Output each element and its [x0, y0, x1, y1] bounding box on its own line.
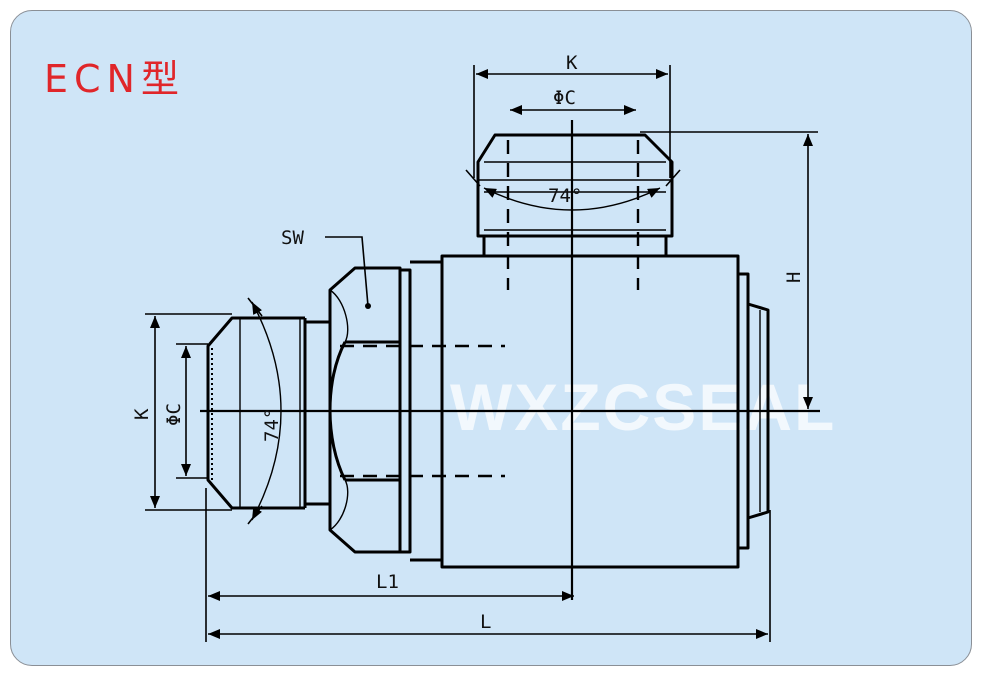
label-h: H [783, 272, 805, 283]
top-dimensions [465, 65, 681, 211]
label-sw: SW [281, 227, 304, 249]
model-title: ECN型 [44, 57, 185, 101]
sw-leader [325, 236, 369, 307]
height-dimension [640, 131, 818, 409]
left-dimensions [145, 297, 282, 525]
label-l1: L1 [376, 571, 399, 593]
top-fitting [476, 133, 674, 290]
label-c-top: ΦC [553, 87, 576, 109]
label-angle-left: 74° [261, 408, 283, 442]
label-k-left: K [131, 408, 153, 420]
watermark: WXZCSEAL [450, 370, 836, 444]
bottom-dimensions [205, 488, 771, 642]
left-fitting [206, 260, 505, 562]
label-l: L [480, 611, 491, 633]
label-k-top: K [566, 52, 578, 74]
label-angle-top: 74° [548, 185, 582, 207]
label-c-left: ΦC [163, 403, 185, 426]
